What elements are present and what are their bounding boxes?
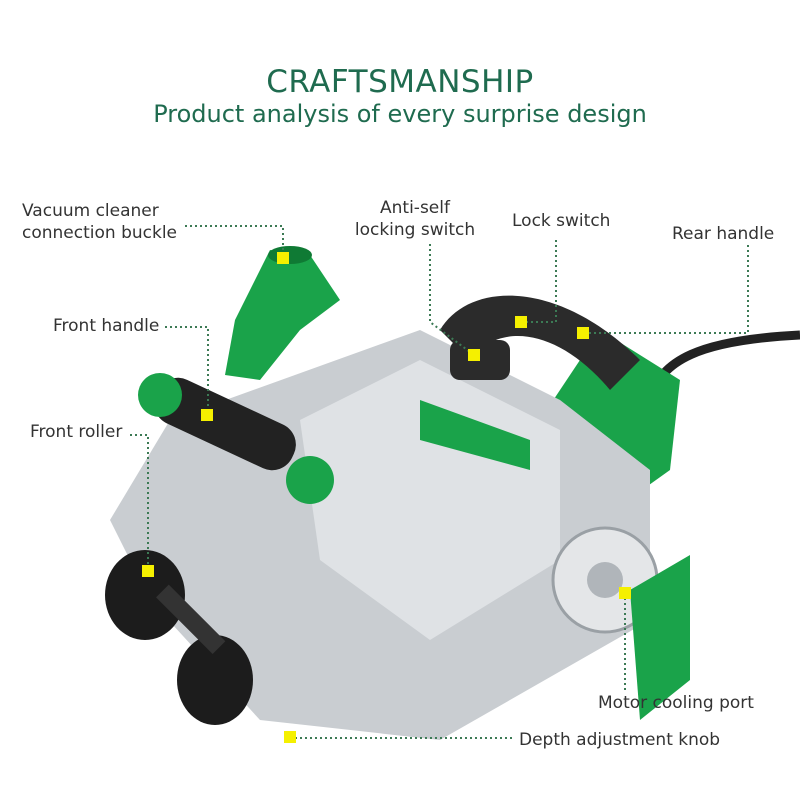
marker-anti-self-locking — [468, 349, 480, 361]
callout-rear-handle: Rear handle — [672, 224, 775, 244]
callout-front-roller: Front roller — [30, 422, 123, 442]
marker-front-handle — [201, 409, 213, 421]
callout-markers — [142, 252, 631, 743]
callout-front-handle: Front handle — [53, 316, 160, 336]
vacuum-outlet — [225, 250, 340, 380]
callout-lock-switch: Lock switch — [512, 211, 611, 231]
callout-text: Anti-self — [380, 198, 450, 218]
callout-text: connection buckle — [22, 223, 178, 243]
callout-motor-cooling-port: Motor cooling port — [598, 693, 754, 713]
marker-depth-knob — [284, 731, 296, 743]
leader-line — [583, 245, 749, 334]
leader-line — [185, 225, 284, 258]
marker-vacuum — [277, 252, 289, 264]
leader-lines — [130, 225, 749, 739]
label-plate — [420, 400, 530, 470]
front-handle-cap — [286, 456, 334, 504]
leader-line — [521, 240, 557, 323]
marker-rear-handle — [577, 327, 589, 339]
page-subtitle: Product analysis of every surprise desig… — [153, 100, 647, 128]
callout-anti-self-locking: Anti-self locking switch — [350, 197, 480, 241]
front-handle-cap — [138, 373, 182, 417]
rear-handle — [440, 295, 640, 390]
callout-vacuum-connection: Vacuum cleaner connection buckle — [22, 200, 177, 244]
front-roller — [177, 635, 253, 725]
wall-chaser-tool — [105, 246, 800, 740]
front-plate — [630, 555, 690, 720]
callout-text: locking switch — [354, 220, 476, 240]
marker-lock-switch — [515, 316, 527, 328]
marker-front-roller — [142, 565, 154, 577]
motor-cover-hub — [587, 562, 623, 598]
leader-line — [429, 244, 475, 356]
front-handle — [154, 377, 296, 471]
page-title: CRAFTSMANSHIP — [266, 64, 534, 100]
vacuum-outlet-opening — [268, 246, 312, 264]
marker-motor-cooling — [619, 587, 631, 599]
front-roller — [105, 550, 185, 640]
roller-axle — [156, 584, 226, 654]
leader-line — [130, 434, 149, 571]
callout-text: Vacuum cleaner — [22, 201, 159, 221]
callout-depth-adjustment-knob: Depth adjustment knob — [519, 730, 721, 750]
leader-line — [165, 326, 209, 415]
